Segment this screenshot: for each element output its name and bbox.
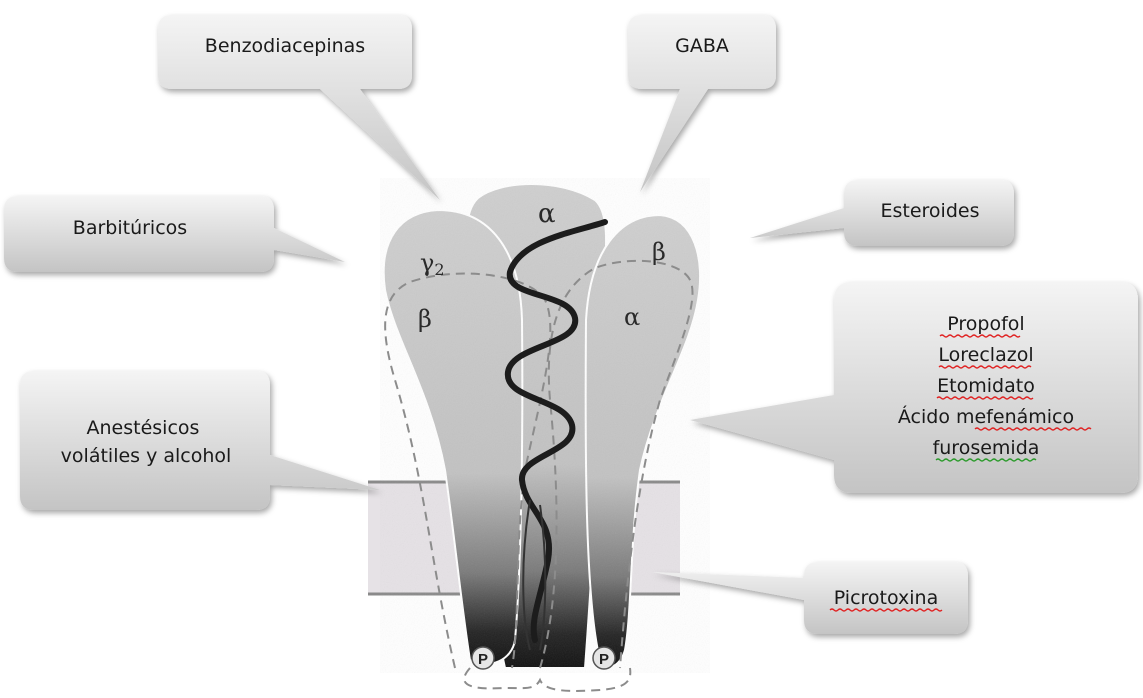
callout-picrotoxina-text: Picrotoxina	[834, 587, 938, 609]
callout-barbituricos-text: Barbitúricos	[73, 217, 187, 239]
label-right-alpha: α	[624, 303, 640, 331]
callout-propofol: Propofol	[947, 313, 1024, 335]
callout-loreclazol: Loreclazol	[938, 344, 1033, 366]
callout-etomidato: Etomidato	[937, 375, 1035, 397]
callout-benzodiacepinas-text: Benzodiacepinas	[205, 35, 365, 57]
label-right-beta: β	[652, 238, 666, 266]
phosphate-left: P	[472, 647, 494, 669]
callout-propofol-group	[690, 282, 1138, 493]
callout-gaba-text: GABA	[675, 35, 729, 57]
callout-esteroides-text: Esteroides	[881, 200, 980, 222]
label-center-alpha: α	[538, 199, 556, 229]
svg-text:P: P	[599, 651, 609, 668]
svg-text:P: P	[478, 651, 488, 668]
phosphate-right: P	[593, 647, 615, 669]
callout-furosemida: furosemida	[933, 437, 1040, 459]
callout-acido-mefenamico: Ácido mefenámico	[898, 405, 1074, 428]
callout-anestesicos	[20, 371, 380, 510]
label-left-beta: β	[418, 305, 432, 333]
